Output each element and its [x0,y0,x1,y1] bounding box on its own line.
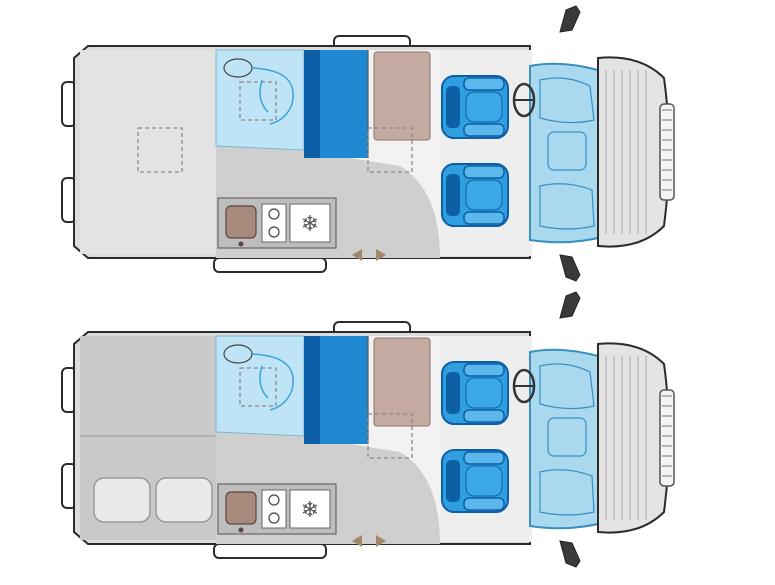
arrow-right [376,249,386,261]
van-floorplan-1: ❄ [61,5,675,282]
sink-icon [225,205,257,239]
wardrobe-shade [304,50,320,158]
hob-burner-top [268,494,280,506]
cab-seat-passenger-armrest-bottom [463,123,505,137]
wardrobe-shade [304,336,320,444]
dinette-table [373,337,431,427]
cab-seat-driver-armrest-top [463,165,505,179]
arrow-left [352,249,362,261]
cab-seat-driver-backrest [446,174,460,216]
shower-curve-inner [259,365,269,399]
cab-seat-passenger-cushion [465,377,503,409]
dash-panel-bottom [539,469,595,516]
mirror-icon [559,5,581,33]
hob-burner-bottom [268,512,280,524]
cab-seat-driver-armrest-top [463,451,505,465]
cab-seat-passenger-armrest-top [463,77,505,91]
roof-vent-outline [239,81,277,121]
cab-seat-passenger-armrest-bottom [463,409,505,423]
dash-panel-top [539,363,595,410]
sliding-door-step [213,257,327,273]
steering-wheel-icon [512,368,536,404]
cab-seat-driver [441,163,509,227]
mirror-icon [559,291,581,319]
dinette-table [373,51,431,141]
mirror-shape [559,540,581,568]
engine-hood [597,342,670,534]
mirror-shape [559,5,581,33]
double-arrow-icon [352,535,386,547]
pillow-left [93,477,151,523]
hob-burner-top [268,208,280,220]
fridge-panel [289,489,331,529]
bathroom [215,49,305,151]
dash-panel-top [539,77,595,124]
dashboard-glass [529,348,608,530]
rear-hatch-outline [137,127,183,173]
center-console [547,417,587,457]
sink-tap [238,241,244,247]
cab-seat-passenger [441,361,509,425]
double-arrow-icon [352,249,386,261]
center-console [547,131,587,171]
hob-plate [261,489,287,529]
grille [659,389,675,487]
mirror-icon [559,254,581,282]
snowflake-icon: ❄ [301,498,319,523]
cab-seat-passenger-cushion [465,91,503,123]
cab-seat-passenger [441,75,509,139]
floor-hatch-outline [367,127,413,173]
sliding-door-step [213,543,327,559]
bathroom [215,335,305,437]
dashboard-glass [529,62,608,244]
mirror-shape [559,291,581,319]
roof-vent-outline [239,367,277,407]
cab-seat-driver-armrest-bottom [463,211,505,225]
shower-curve [251,353,294,411]
engine-hood [597,56,670,248]
cab-seat-driver [441,449,509,513]
shower-curve-inner [259,79,269,113]
hob-burner-bottom [268,226,280,238]
pillow-right [155,477,213,523]
hob-icon [261,203,287,243]
rear-area [80,50,216,254]
sink-tap [238,527,244,533]
cab-seat-passenger-backrest [446,372,460,414]
floor-hatch-outline [367,413,413,459]
fridge-panel [289,203,331,243]
cab-seat-driver-cushion [465,465,503,497]
cab-seat-passenger-armrest-top [463,363,505,377]
arrow-left [352,535,362,547]
mirror-icon [559,540,581,568]
hob-plate [261,203,287,243]
cab-seat-driver-cushion [465,179,503,211]
steering-wheel-icon [512,82,536,118]
sink-icon [225,491,257,525]
dash-panel-bottom [539,183,595,230]
hob-icon [261,489,287,529]
cab-seat-driver-armrest-bottom [463,497,505,511]
cab-seat-passenger-backrest [446,86,460,128]
snowflake-icon: ❄ [301,212,319,237]
van-floorplan-2: ❄ [61,291,675,568]
grille [659,103,675,201]
arrow-right [376,535,386,547]
shower-curve [251,67,294,125]
mirror-shape [559,254,581,282]
cab-seat-driver-backrest [446,460,460,502]
